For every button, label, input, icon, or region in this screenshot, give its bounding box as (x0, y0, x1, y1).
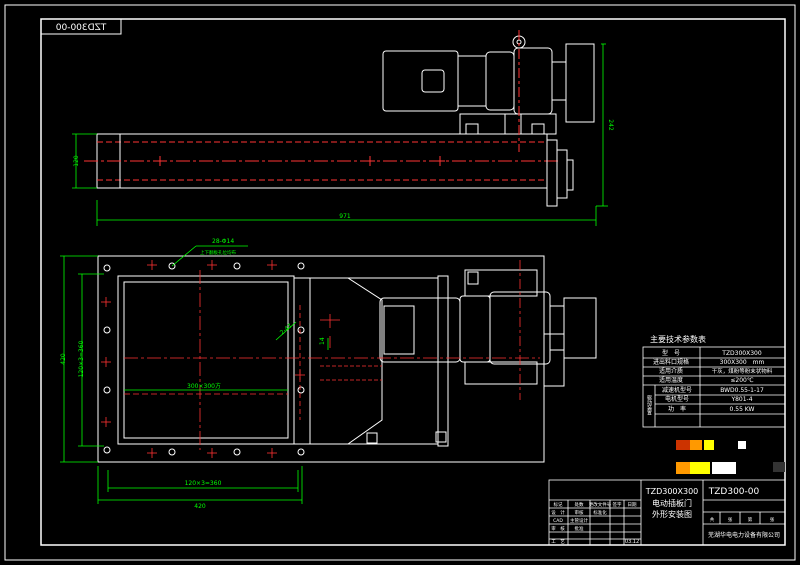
dim-side-height: 120 (73, 155, 80, 167)
param-label-reducer: 减速机型号 (662, 386, 692, 394)
title-header-5: 日期 (628, 502, 637, 508)
title-role-4: CAD (553, 518, 563, 524)
title-name-2: 外形安装图 (652, 509, 692, 519)
side-view (84, 30, 595, 207)
param-label-medium: 适用介质 (659, 367, 683, 375)
title-small-2: 张 (728, 516, 733, 523)
title-small-1: 共 (710, 516, 715, 523)
title-model: TZD300X300 (645, 487, 699, 496)
dim-side-length: 971 (339, 213, 351, 220)
plan-dimensions (60, 245, 329, 504)
param-value-medium: 干灰，煤粉等粉末状物料 (712, 367, 773, 375)
title-drawing-no: TZD300-00 (708, 487, 760, 497)
param-value-temp: ≤200℃ (730, 377, 753, 384)
title-small-4: 张 (770, 516, 775, 523)
title-date: 03.12 (625, 539, 639, 545)
dim-plan-inner-height: 120×3=360 (78, 340, 85, 377)
title-role-8: 工 艺 (551, 539, 565, 545)
param-label-port: 进出料口规格 (653, 358, 689, 366)
params-title: 主要技术参数表 (650, 334, 706, 344)
dim-plan-outer-height: 420 (60, 353, 67, 365)
params-table: 主要技术参数表 型 号 TZD300X300 进出料口规格 300X300 mm… (642, 334, 786, 428)
param-value-port: 300X300 mm (720, 359, 765, 366)
param-group-drive: 驱动装置 (646, 395, 652, 416)
title-header-3: 更改文件号 (589, 501, 612, 508)
title-role-1: 设 计 (551, 509, 565, 516)
dim-slot: 14 (319, 337, 326, 345)
title-role-6: 审 核 (551, 525, 565, 532)
title-small-3: 第 (748, 516, 753, 523)
corner-code-box: TZD300-00 (40, 18, 122, 35)
param-label-model: 型 号 (662, 349, 680, 357)
param-value-reducer: BWD0.55-1-17 (720, 387, 764, 394)
dim-bottom-outer: 420 (194, 503, 206, 510)
title-header-4: 签字 (613, 501, 622, 508)
param-label-temp: 适用温度 (659, 376, 683, 384)
plan-view (97, 255, 597, 463)
hole-note: 28-Φ14 (212, 238, 234, 245)
corner-code: TZD300-00 (55, 23, 107, 33)
title-role-3: 标准化 (593, 509, 607, 516)
dim-bottom-inner: 120×3=360 (185, 480, 222, 487)
dim-opening: 300×300方 (187, 382, 221, 390)
color-swatches (676, 440, 785, 474)
hole-note-sub: 上下翻板孔位均布 (200, 249, 236, 256)
dim-side-right: 242 (607, 119, 614, 131)
title-name-1: 电动插板门 (652, 498, 692, 508)
title-header-2: 处数 (575, 501, 584, 508)
param-value-power: 0.55 KW (730, 406, 755, 413)
param-label-motor: 电机型号 (665, 395, 689, 403)
title-role-2: 审核 (575, 509, 584, 516)
title-role-5: 主管设计 (570, 517, 588, 524)
param-label-power: 功 率 (668, 405, 686, 413)
title-role-7: 批准 (575, 525, 584, 532)
drawing-border (40, 18, 786, 546)
param-value-model: TZD300X300 (721, 350, 762, 357)
title-block (548, 479, 786, 546)
outer-frame (4, 4, 796, 561)
title-company: 芜湖华电电力设备有限公司 (708, 531, 780, 539)
param-value-motor: Y801-4 (730, 396, 752, 403)
title-header-1: 标记 (554, 501, 563, 508)
side-dimensions (72, 43, 608, 226)
